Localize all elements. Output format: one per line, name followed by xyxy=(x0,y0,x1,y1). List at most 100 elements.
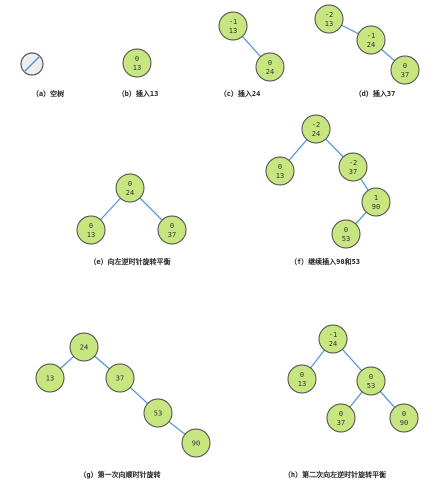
node-circle xyxy=(181,428,211,458)
node-key: 53 xyxy=(367,382,375,390)
balance-factor: 0 xyxy=(170,222,174,230)
node-circle xyxy=(157,215,187,245)
node-key: 13 xyxy=(276,172,284,180)
tree-node-24: -124 xyxy=(356,25,386,55)
node-circle xyxy=(326,403,356,433)
node-circle xyxy=(338,152,368,182)
panel-g: 24 13 37 53 90 （g）第一次向顺时针旋转 xyxy=(35,332,211,479)
balance-factor: 0 xyxy=(128,180,132,188)
node-key: 13 xyxy=(46,375,54,383)
balance-factor: 0 xyxy=(344,226,348,234)
tree-node-37: 037 xyxy=(157,215,187,245)
node-key: 24 xyxy=(329,340,337,348)
node-key: 53 xyxy=(342,235,350,243)
node-circle xyxy=(35,363,65,393)
balance-factor: -2 xyxy=(312,121,320,129)
node-circle xyxy=(265,156,295,186)
tree-node-37: 037 xyxy=(326,403,356,433)
tree-node-37: 037 xyxy=(390,55,420,85)
node-key: 37 xyxy=(337,419,345,427)
tree-node-24: 024 xyxy=(255,52,285,82)
node-circle xyxy=(115,173,145,203)
tree-edge xyxy=(59,355,75,370)
panel-caption: （b）插入13 xyxy=(118,89,159,98)
balance-factor: 0 xyxy=(300,371,304,379)
panel-a: （a）空树 xyxy=(20,52,64,98)
node-circle xyxy=(69,332,99,362)
balance-factor: 0 xyxy=(403,62,407,70)
node-circle xyxy=(314,4,344,34)
tree-node-53: 53 xyxy=(143,398,173,428)
node-circle xyxy=(389,403,419,433)
panel-caption: （e）向左逆时针旋转平衡 xyxy=(89,257,170,266)
node-key: 24 xyxy=(126,189,134,197)
balance-factor: -2 xyxy=(349,159,357,167)
tree-edge xyxy=(241,35,262,58)
node-key: 53 xyxy=(154,410,162,418)
tree-edge xyxy=(94,355,110,370)
node-key: 13 xyxy=(298,380,306,388)
node-circle xyxy=(76,215,106,245)
tree-node-13: 013 xyxy=(265,156,295,186)
node-key: 13 xyxy=(229,27,237,35)
node-circle xyxy=(287,364,317,394)
node-key: 37 xyxy=(168,231,176,239)
tree-node-90: 90 xyxy=(181,428,211,458)
node-key: 13 xyxy=(325,20,333,28)
panel-caption: （f）继续插入90和53 xyxy=(290,257,360,266)
node-circle xyxy=(301,114,331,144)
node-key: 37 xyxy=(349,168,357,176)
node-circle xyxy=(361,187,391,217)
tree-edge xyxy=(310,349,325,369)
tree-node-37: -237 xyxy=(338,152,368,182)
balance-factor: 0 xyxy=(402,410,406,418)
node-key: 24 xyxy=(266,68,274,76)
node-circle xyxy=(105,363,135,393)
tree-edge xyxy=(355,211,367,225)
tree-edge xyxy=(168,421,186,435)
node-circle xyxy=(390,55,420,85)
panel-caption: （c）插入24 xyxy=(220,89,261,98)
node-key: 90 xyxy=(192,440,200,448)
node-key: 24 xyxy=(367,41,375,49)
balance-factor: -1 xyxy=(329,331,337,339)
tree-edge xyxy=(341,24,359,35)
node-circle xyxy=(143,398,173,428)
tree-node-90: 090 xyxy=(389,403,419,433)
balance-factor: 0 xyxy=(339,410,343,418)
node-circle xyxy=(318,324,348,354)
node-key: 24 xyxy=(312,130,320,138)
tree-node-13: -113 xyxy=(218,11,248,41)
node-key: 37 xyxy=(116,375,124,383)
panel-caption: （g）第一次向顺时针旋转 xyxy=(79,470,160,479)
balance-factor: -1 xyxy=(229,18,237,26)
tree-node-13: 013 xyxy=(287,364,317,394)
balance-factor: 0 xyxy=(135,55,139,63)
node-circle xyxy=(255,52,285,82)
tree-node-24: 024 xyxy=(115,173,145,203)
panel-caption: （a）空树 xyxy=(32,89,64,98)
node-key: 13 xyxy=(87,231,95,239)
node-key: 90 xyxy=(400,419,408,427)
panel-caption: （d）插入37 xyxy=(355,89,396,98)
tree-edge xyxy=(360,178,369,191)
balance-factor: 0 xyxy=(278,163,282,171)
tree-edge xyxy=(379,391,396,408)
tree-node-24: -224 xyxy=(301,114,331,144)
tree-node-13: 013 xyxy=(122,48,152,78)
node-circle xyxy=(356,366,386,396)
tree-node-90: 190 xyxy=(361,187,391,217)
node-circle xyxy=(356,25,386,55)
balance-factor: 0 xyxy=(268,59,272,67)
tree-node-24: 24 xyxy=(69,332,99,362)
balance-factor: 1 xyxy=(374,194,378,202)
node-key: 24 xyxy=(80,344,88,352)
tree-node-37: 37 xyxy=(105,363,135,393)
tree-edge xyxy=(341,348,363,372)
panel-caption: （h）第二次向左逆时针旋转平衡 xyxy=(284,470,386,479)
